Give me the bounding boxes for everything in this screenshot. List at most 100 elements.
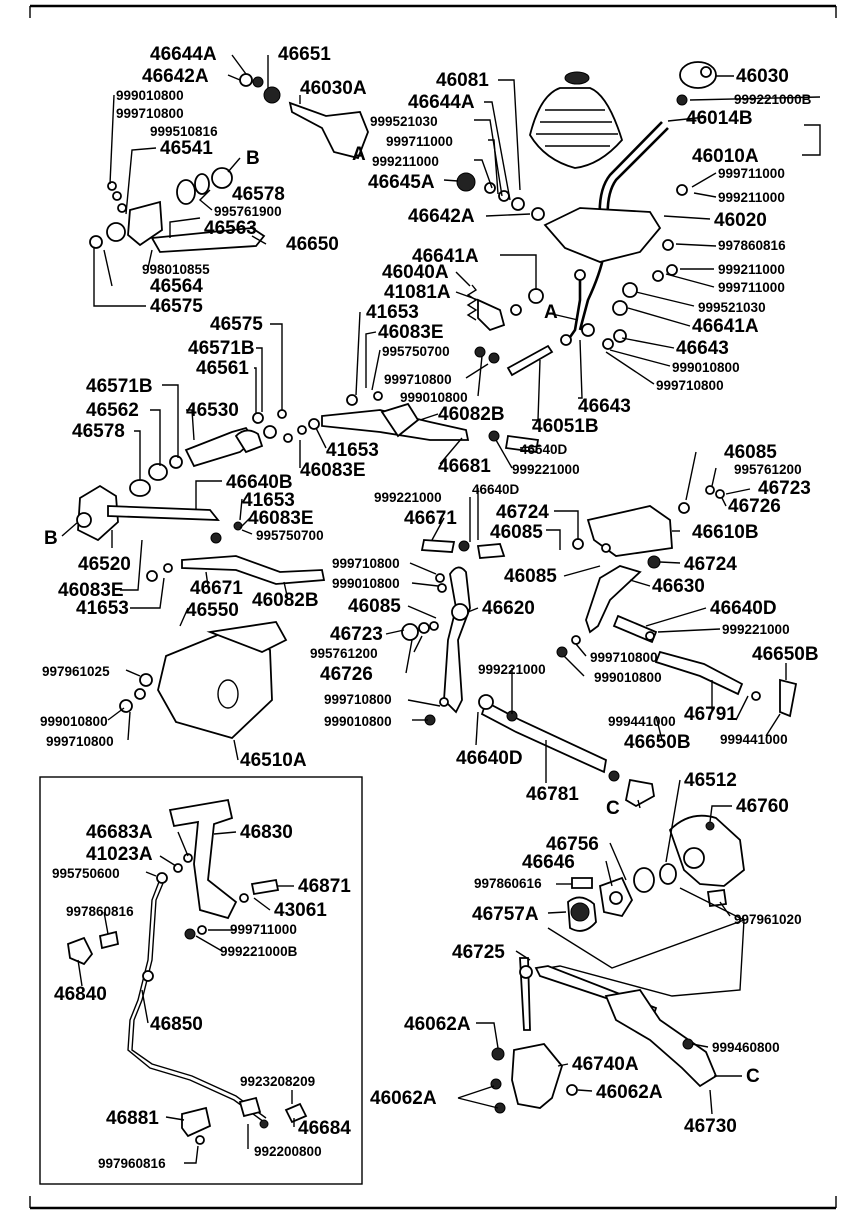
callout: 999510816	[150, 124, 218, 139]
callout: 46510A	[240, 750, 307, 771]
callout: 999221000B	[734, 92, 812, 107]
callout: 46083E	[300, 460, 366, 481]
callout: 999211000	[372, 154, 439, 169]
callout: 999711000	[718, 166, 785, 181]
callout: 46643	[676, 338, 729, 359]
callout: 995750600	[52, 866, 120, 881]
callout: 46871	[298, 876, 351, 897]
callout: 999710800	[384, 372, 452, 387]
callout: 46730	[684, 1116, 737, 1137]
callout: 46081	[436, 70, 489, 91]
callout: 999010800	[400, 390, 468, 405]
callout: 46571B	[188, 338, 255, 359]
callout: 46640B	[226, 472, 293, 493]
callout: 997961020	[734, 912, 802, 927]
callout: 46781	[526, 784, 579, 805]
callout: 46571B	[86, 376, 153, 397]
callout: 46030	[736, 66, 789, 87]
callout: 46683A	[86, 822, 153, 843]
callout: 46082B	[252, 590, 319, 611]
callout: 46881	[106, 1108, 159, 1129]
callout: 46723	[330, 624, 383, 645]
callout: 999010800	[672, 360, 740, 375]
callout: 46620	[482, 598, 535, 619]
callout: 46550	[186, 600, 239, 621]
callout: 46642A	[142, 66, 209, 87]
callout: 46578	[232, 184, 285, 205]
callout: 43061	[274, 900, 327, 921]
callout: 46082B	[438, 404, 505, 425]
callout: 46830	[240, 822, 293, 843]
callout: 46650B	[752, 644, 819, 665]
callout: 999010800	[116, 88, 184, 103]
callout: 41653	[366, 302, 419, 323]
callout: 999521030	[370, 114, 438, 129]
callouts: 46644A 46651 46642A 46030A 999010800 999…	[40, 44, 819, 1171]
callout: 46850	[150, 1014, 203, 1035]
callout: 999211000	[718, 190, 785, 205]
callout: 998010855	[142, 262, 210, 277]
callout: 999211000	[718, 262, 785, 277]
callout: 46684	[298, 1118, 351, 1139]
callout: 46578	[72, 421, 125, 442]
callout: 46644A	[150, 44, 217, 65]
frame	[29, 4, 837, 1210]
callout: 41653	[326, 440, 379, 461]
callout: 46020	[714, 210, 767, 231]
callout: 46650	[286, 234, 339, 255]
callout: 46671	[190, 578, 243, 599]
callout: 995761200	[734, 462, 802, 477]
callout: 46643	[578, 396, 631, 417]
callout: 46724	[496, 502, 549, 523]
callout: 46725	[452, 942, 505, 963]
callout: A	[544, 302, 558, 323]
callout: 46756	[546, 834, 599, 855]
callout: 46083E	[248, 508, 314, 529]
inset-box	[39, 776, 363, 1185]
callout: 46651	[278, 44, 331, 65]
callout: 999710800	[116, 106, 184, 121]
callout: 46564	[150, 276, 203, 297]
callout: 46530	[186, 400, 239, 421]
callout: 46563	[204, 218, 257, 239]
callout: 999521030	[698, 300, 766, 315]
callout: 999221000	[512, 462, 580, 477]
callout: 46051B	[532, 416, 599, 437]
callout: A	[352, 144, 366, 165]
callout: B	[246, 148, 260, 169]
callout: 999711000	[718, 280, 785, 295]
callout: C	[606, 798, 620, 819]
callout: 999010800	[332, 576, 400, 591]
callout: 46014B	[686, 108, 753, 129]
callout: 46083E	[58, 580, 124, 601]
callout: 46641A	[692, 316, 759, 337]
callout: C	[746, 1066, 760, 1087]
callout: 46726	[728, 496, 781, 517]
callout: 46562	[86, 400, 139, 421]
callout: 46840	[54, 984, 107, 1005]
callout: 995750700	[382, 344, 450, 359]
callout: B	[44, 528, 58, 549]
callout: 46640D	[472, 482, 520, 497]
callout: 46030A	[300, 78, 367, 99]
callout: 999710800	[332, 556, 400, 571]
callout: 997961025	[42, 664, 110, 679]
callout: 46760	[736, 796, 789, 817]
callout: 46062A	[404, 1014, 471, 1035]
callout: 46040A	[382, 262, 449, 283]
callout: 46085	[490, 522, 543, 543]
callout: 46630	[652, 576, 705, 597]
callout: 46642A	[408, 206, 475, 227]
callout: 999711000	[386, 134, 453, 149]
callout: 46791	[684, 704, 737, 725]
callout: 9923208209	[240, 1074, 315, 1089]
callout: 41023A	[86, 844, 153, 865]
callout: 41653	[242, 490, 295, 511]
callout: 999221000	[374, 490, 442, 505]
callout: 46757A	[472, 904, 539, 925]
callout: 46083E	[378, 322, 444, 343]
callout: 46010A	[692, 146, 759, 167]
callout: 999710800	[46, 734, 114, 749]
callout: 46645A	[368, 172, 435, 193]
callout: 999460800	[712, 1040, 780, 1055]
